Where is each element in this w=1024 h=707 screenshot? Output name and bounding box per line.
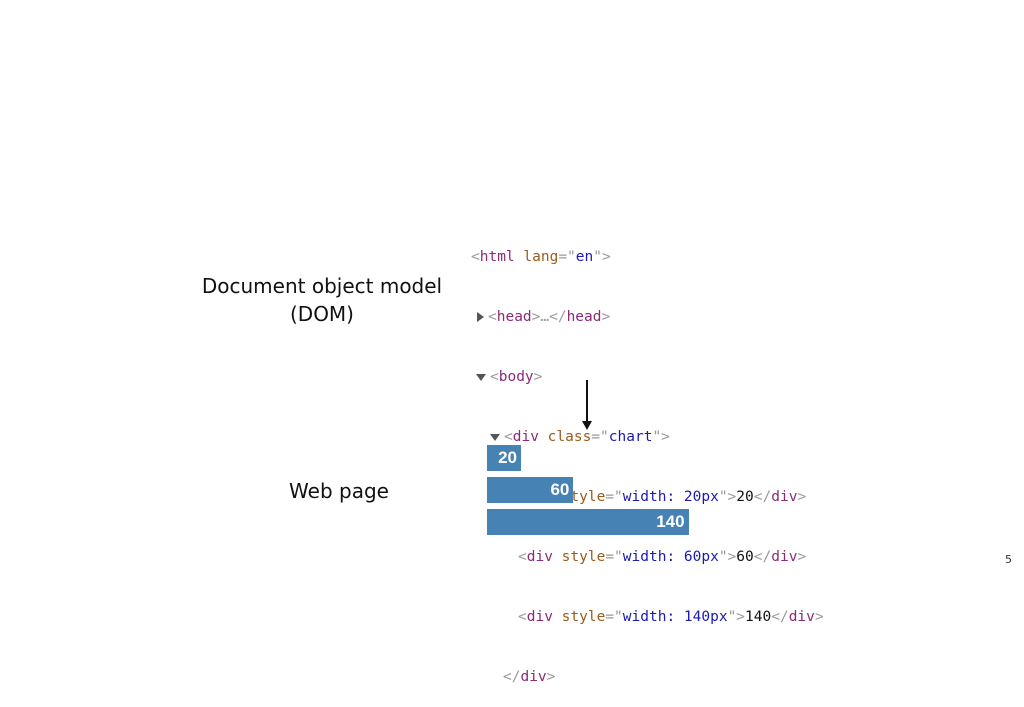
dom-label-line2: (DOM) <box>289 302 354 326</box>
down-arrow-shaft <box>586 380 588 424</box>
chart-bar: 140 <box>487 509 689 535</box>
code-line-bar-60: <div style="width: 60px">60</div> <box>518 549 807 565</box>
code-line-html: <html lang="en"> <box>471 249 611 265</box>
expand-triangle-icon[interactable] <box>477 312 484 322</box>
chart-bar-label: 140 <box>656 512 685 531</box>
code-line-body[interactable]: <body> <box>471 367 824 387</box>
page-number: 5 <box>1005 553 1012 566</box>
web-page-label: Web page <box>289 479 389 503</box>
web-page-bar-chart: 20 60 140 <box>487 445 707 540</box>
dom-label-line1: Document object model <box>201 274 443 298</box>
down-arrow-icon <box>582 421 592 430</box>
code-line-head[interactable]: <head>…</head> <box>471 307 824 327</box>
chart-bar-label: 20 <box>498 448 517 467</box>
dom-label: Document object model (DOM) <box>196 272 448 328</box>
code-line-chart-div[interactable]: <div class="chart"> <box>471 427 824 447</box>
code-line-close-div: </div> <box>503 669 556 685</box>
chart-bar: 60 <box>487 477 574 503</box>
collapse-triangle-icon[interactable] <box>490 433 500 441</box>
collapse-triangle-icon[interactable] <box>476 373 486 381</box>
chart-bar-label: 60 <box>550 480 570 499</box>
chart-bar: 20 <box>487 445 521 471</box>
code-line-bar-140: <div style="width: 140px">140</div> <box>518 609 824 625</box>
